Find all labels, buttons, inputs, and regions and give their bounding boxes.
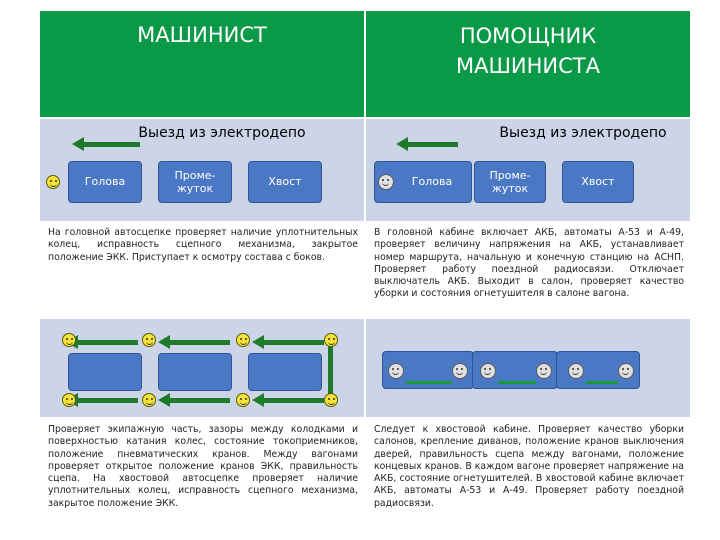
assistant-face-icon — [568, 363, 584, 379]
assistant-face-icon — [618, 363, 634, 379]
text-panel-driver-1: На головной автосцепке проверяет наличие… — [39, 222, 365, 318]
driver-face-icon — [46, 175, 60, 189]
inspection-arrow-icon — [158, 393, 230, 407]
car-middle: Проме-жуток — [474, 161, 546, 203]
text-panel-driver-2: Проверяет экипажную часть, зазоры между … — [39, 418, 365, 528]
path-line — [586, 381, 618, 384]
direction-arrow-icon — [396, 137, 458, 151]
car-tail: Хвост — [248, 161, 322, 203]
header-driver: МАШИНИСТ — [39, 10, 365, 118]
departure-panel-driver: Выезд из электродепо Голова Проме-жуток … — [39, 118, 365, 222]
driver-step-1-text: На головной автосцепке проверяет наличие… — [48, 227, 358, 263]
driver-face-icon — [236, 393, 250, 407]
text-panel-assistant-1: В головной кабине включает АКБ, автоматы… — [365, 222, 691, 318]
inspection-arrow-icon — [252, 393, 324, 407]
car-3 — [248, 353, 322, 391]
car-middle: Проме-жуток — [158, 161, 232, 203]
path-line — [406, 381, 452, 384]
car-head-label: Голова — [84, 175, 126, 189]
header-driver-label: МАШИНИСТ — [137, 23, 267, 47]
car-1 — [68, 353, 142, 391]
path-line — [498, 381, 536, 384]
car-head-label: Голова — [411, 175, 453, 189]
car-tail-label: Хвост — [268, 175, 302, 189]
driver-step-2-text: Проверяет экипажную часть, зазоры между … — [48, 424, 358, 509]
assistant-step-2-text: Следует к хвостовой кабине. Проверяет ка… — [374, 424, 684, 509]
assistant-face-icon — [378, 174, 394, 190]
car-tail: Хвост — [562, 161, 634, 203]
departure-title-driver: Выезд из электродепо — [138, 125, 306, 141]
driver-face-icon — [62, 333, 76, 347]
header-assistant-label: ПОМОЩНИК МАШИНИСТА — [455, 24, 600, 78]
driver-face-icon — [324, 333, 338, 347]
car-head: Голова — [68, 161, 142, 203]
inspection-up-arrow-icon — [328, 343, 333, 395]
departure-panel-assistant: Выезд из электродепо Голова Проме-жуток … — [365, 118, 691, 222]
text-panel-assistant-2: Следует к хвостовой кабине. Проверяет ка… — [365, 418, 691, 528]
assistant-face-icon — [452, 363, 468, 379]
inspection-arrow-icon — [66, 393, 138, 407]
inspection-panel-driver — [39, 318, 365, 418]
car-tail-label: Хвост — [581, 175, 615, 189]
assistant-face-icon — [536, 363, 552, 379]
direction-arrow-icon — [72, 137, 140, 151]
header-assistant: ПОМОЩНИК МАШИНИСТА — [365, 10, 691, 118]
inspection-arrow-icon — [66, 335, 138, 349]
departure-title-assistant: Выезд из электродепо — [499, 125, 667, 141]
assistant-step-1-text: В головной кабине включает АКБ, автоматы… — [374, 227, 684, 300]
inspection-arrow-icon — [252, 335, 324, 349]
driver-face-icon — [142, 393, 156, 407]
driver-face-icon — [62, 393, 76, 407]
car-middle-label: Проме-жуток — [489, 168, 531, 195]
car-2 — [158, 353, 232, 391]
driver-face-icon — [324, 393, 338, 407]
assistant-face-icon — [388, 363, 404, 379]
driver-face-icon — [236, 333, 250, 347]
inspection-arrow-icon — [158, 335, 230, 349]
car-middle-label: Проме-жуток — [174, 168, 216, 195]
driver-face-icon — [142, 333, 156, 347]
assistant-face-icon — [480, 363, 496, 379]
inspection-panel-assistant — [365, 318, 691, 418]
